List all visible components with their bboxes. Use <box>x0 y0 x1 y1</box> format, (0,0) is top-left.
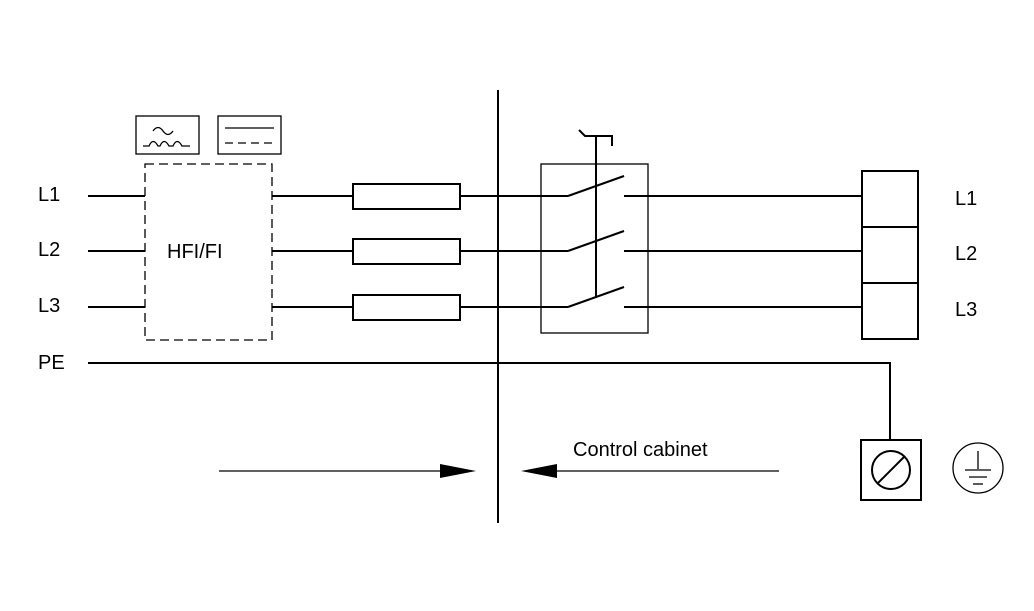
cabinet-label: Control cabinet <box>573 439 708 461</box>
wire-pe <box>88 362 891 440</box>
label-right-l3: L3 <box>955 299 977 321</box>
label-right-l1: L1 <box>955 188 977 210</box>
ac-symbol-box <box>135 115 200 155</box>
ac-wave-icon <box>152 126 174 136</box>
fuse-l3 <box>352 294 461 321</box>
earth-ground-icon <box>952 442 1004 494</box>
switch-handle-icon <box>578 129 613 146</box>
label-right-l2: L2 <box>955 243 977 265</box>
pe-terminal-box <box>860 439 922 501</box>
label-left-l1: L1 <box>38 184 60 206</box>
arrow-right-head <box>440 464 476 478</box>
dc-symbol-box <box>217 115 282 155</box>
arrow-left-head <box>521 464 557 478</box>
terminal-block <box>861 170 919 340</box>
label-left-l3: L3 <box>38 295 60 317</box>
label-left-pe: PE <box>38 352 65 374</box>
fuse-l1 <box>352 183 461 210</box>
fuse-l2 <box>352 238 461 265</box>
pe-terminal-screw-icon <box>871 450 911 490</box>
rcd-label: HFI/FI <box>167 241 223 263</box>
main-switch-box <box>540 163 649 334</box>
pulsed-dc-icon <box>143 140 190 147</box>
pe-terminal-slash <box>876 455 906 485</box>
label-left-l2: L2 <box>38 239 60 261</box>
